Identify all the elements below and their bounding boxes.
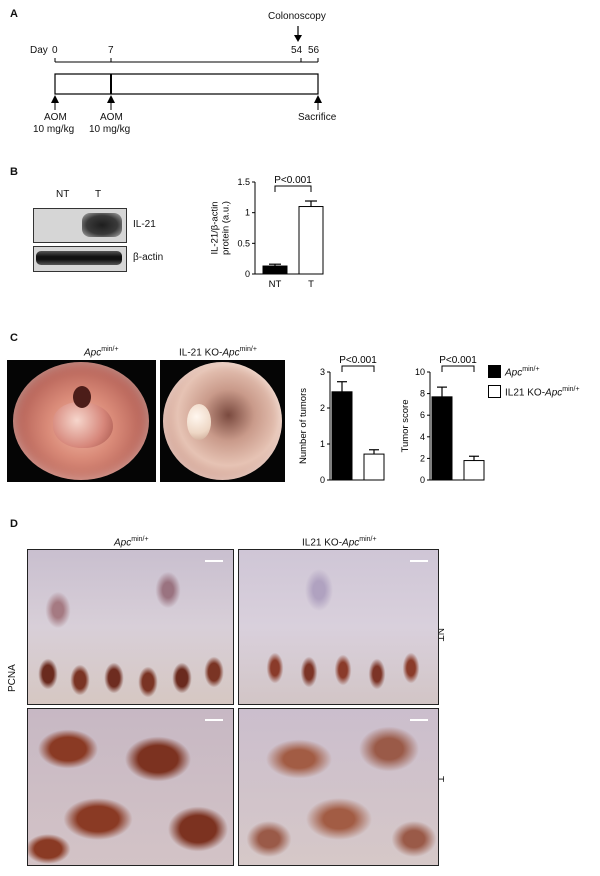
aom2-arrowhead [107, 95, 115, 103]
y-axis-label: IL-21/β-actin [210, 202, 221, 255]
day-tick-label: 7 [108, 45, 114, 56]
significance-bracket [274, 185, 312, 192]
lane-label-t: T [95, 189, 102, 200]
endoscopy-lumen [13, 362, 149, 480]
p-value-annotation: P<0.001 [274, 175, 312, 186]
y-tick-label: 0 [320, 475, 325, 485]
day-tick-label: 54 [291, 45, 303, 56]
panel-c-title-right: IL-21 KO-Apcmin/+ [179, 346, 257, 359]
y-tick-label: 10 [415, 367, 425, 377]
y-tick-label: 1 [320, 439, 325, 449]
y-tick-label: 0 [420, 475, 425, 485]
panel-label-b: B [10, 166, 18, 178]
panel-d-title-left: Apcmin/+ [114, 536, 149, 549]
p-value-annotation: P<0.001 [339, 355, 377, 366]
tumor-mass [53, 402, 113, 448]
scale-bar [410, 719, 428, 721]
y-axis-label: Number of tumors [298, 388, 309, 464]
y-tick-label: 3 [320, 367, 325, 377]
panel-label-d: D [10, 518, 18, 530]
panel-d-title-right: IL21 KO-Apcmin/+ [302, 536, 377, 549]
bar [431, 396, 453, 481]
y-tick-label: 2 [420, 453, 425, 463]
legend-swatch-apc [488, 365, 501, 378]
y-tick-label: 1 [245, 208, 250, 218]
endoscopy-image-ko [160, 360, 285, 482]
x-tick-label: NT [269, 279, 282, 290]
micrograph-apc-t [27, 708, 234, 866]
lumen-dark [73, 386, 91, 408]
micrograph-apc-nt [27, 549, 234, 705]
scale-bar [205, 719, 223, 721]
aom2-label: AOM [100, 112, 123, 123]
colonoscopy-label: Colonoscopy [268, 11, 326, 22]
pcna-label: PCNA [7, 664, 18, 692]
bar [262, 265, 288, 275]
lane-label-nt: NT [56, 189, 70, 200]
legend-swatch-ko [488, 385, 501, 398]
day-label: Day [30, 45, 48, 56]
y-tick-label: 0.5 [237, 238, 250, 248]
sacrifice-arrowhead [314, 95, 322, 103]
bar [331, 391, 353, 481]
il21-blot [33, 208, 127, 243]
y-tick-label: 4 [420, 432, 425, 442]
sacrifice-label: Sacrifice [298, 112, 337, 123]
significance-bracket [441, 365, 475, 372]
aom1-arrowhead [51, 95, 59, 103]
y-tick-label: 8 [420, 389, 425, 399]
timeline-graphic [51, 26, 322, 110]
micrograph-ko-nt [238, 549, 439, 705]
day-tick-label: 0 [52, 45, 58, 56]
y-axis-label: Tumor score [400, 400, 411, 453]
panel-label-c: C [10, 332, 18, 344]
bar [363, 453, 385, 481]
legend-label-ko: IL21 KO-Apcmin/+ [505, 386, 580, 399]
small-polyp [187, 404, 211, 440]
y-tick-label: 0 [245, 269, 250, 279]
bar [298, 206, 324, 275]
actin-blot [33, 246, 127, 272]
p-value-annotation: P<0.001 [439, 355, 477, 366]
legend-label-apc: Apcmin/+ [505, 366, 540, 379]
endoscopy-image-apc [7, 360, 156, 482]
scale-bar [205, 560, 223, 562]
panel-label-a: A [10, 8, 18, 20]
treatment-box [54, 73, 319, 95]
aom1-label: AOM [44, 112, 67, 123]
panel-c-title-left: Apcmin/+ [84, 346, 119, 359]
actin-band [36, 251, 122, 265]
aom2-dose: 10 mg/kg [89, 124, 131, 135]
actin-band-label: β-actin [133, 252, 164, 263]
bar [463, 460, 485, 481]
colonoscopy-arrowhead [294, 35, 302, 42]
y-tick-label: 1.5 [237, 177, 250, 187]
il21-band-label: IL-21 [133, 219, 156, 230]
y-axis-label: protein (a.u.) [221, 201, 232, 255]
x-tick-label: T [308, 279, 314, 290]
endoscopy-lumen [163, 362, 282, 480]
micrograph-ko-t [238, 708, 439, 866]
il21-band [82, 213, 122, 237]
y-tick-label: 6 [420, 410, 425, 420]
scale-bar [410, 560, 428, 562]
day-tick-label: 56 [308, 45, 320, 56]
significance-bracket [341, 365, 375, 372]
aom1-dose: 10 mg/kg [33, 124, 75, 135]
y-tick-label: 2 [320, 403, 325, 413]
